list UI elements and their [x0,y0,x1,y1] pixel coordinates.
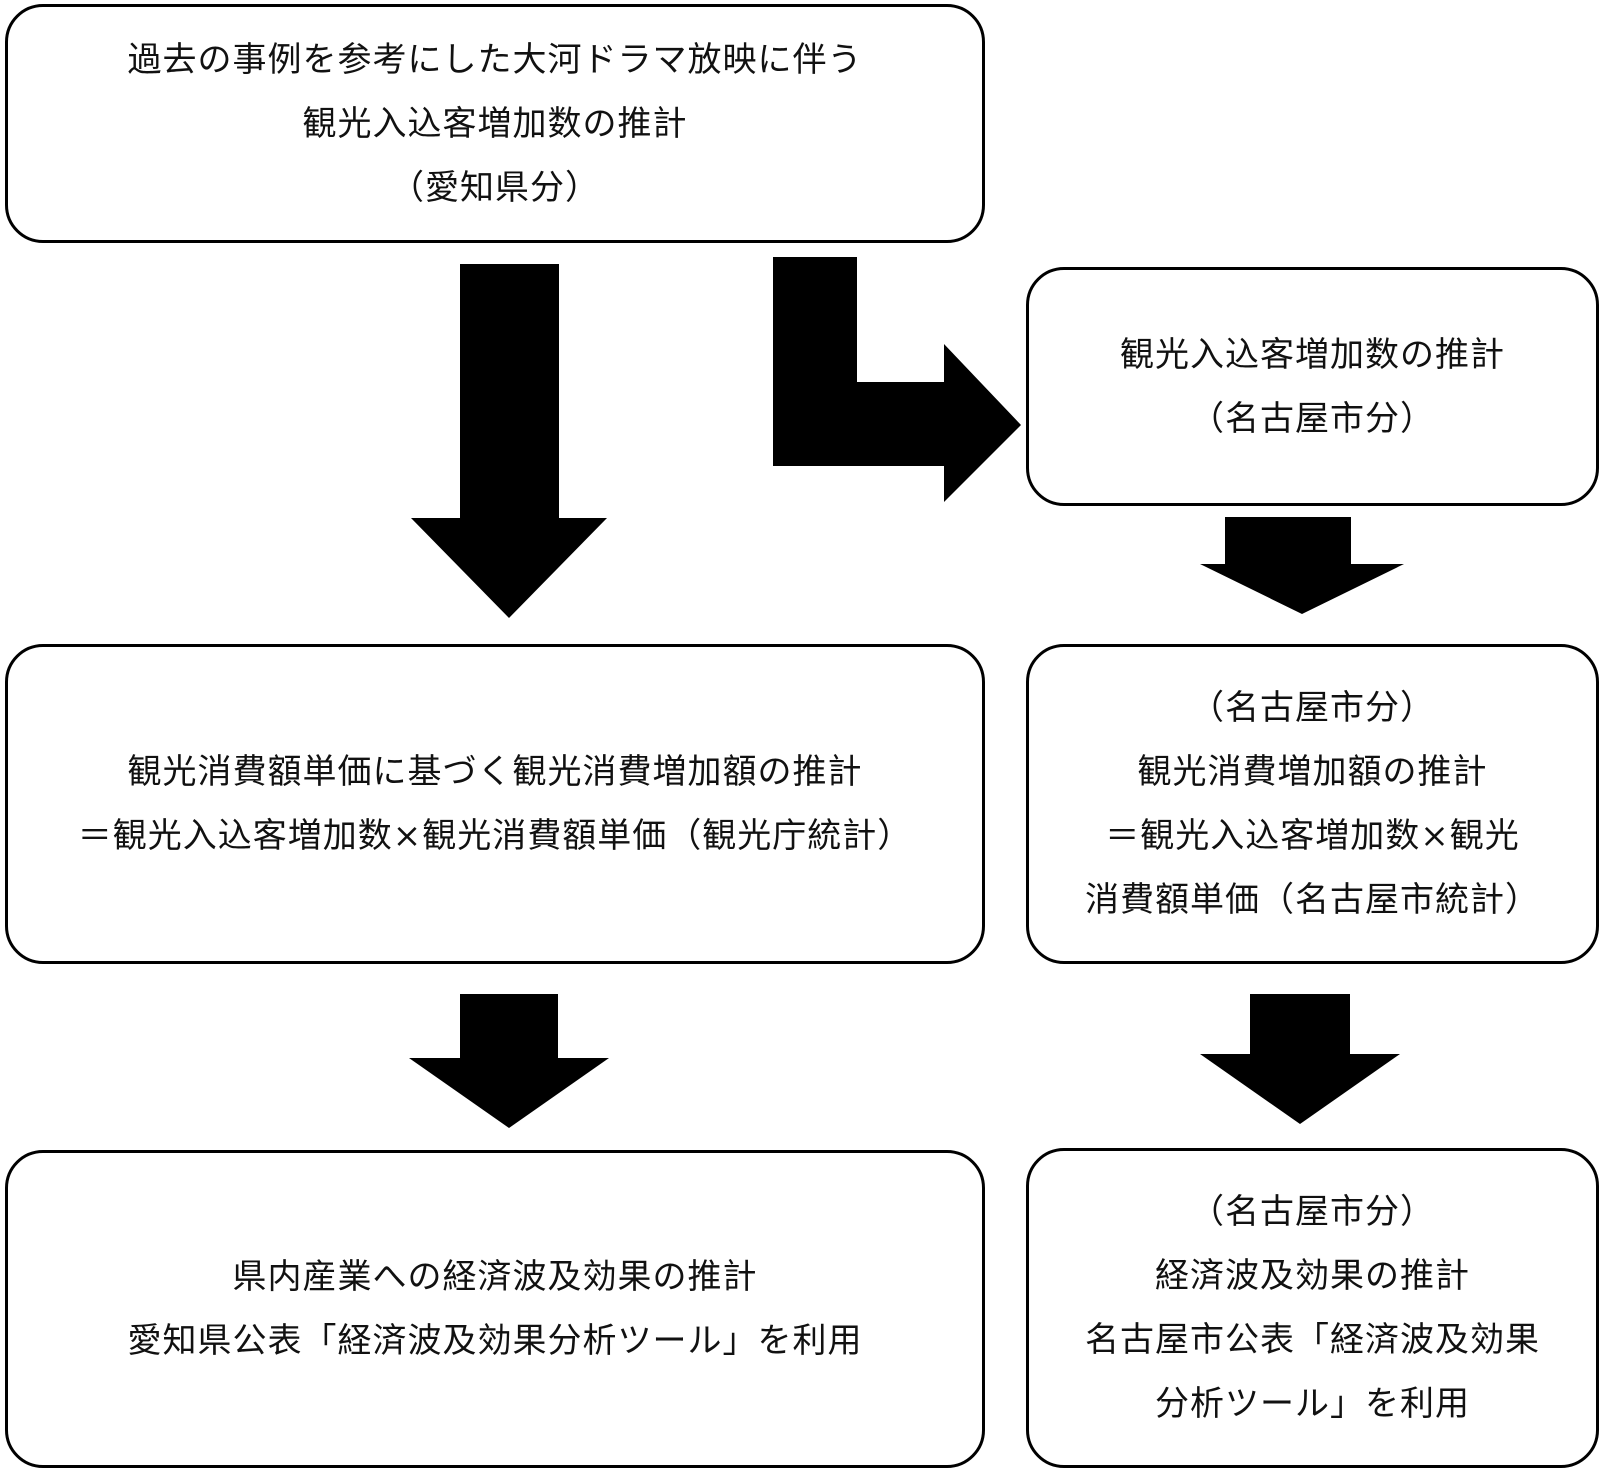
box-line: 消費額単価（名古屋市統計） [1085,880,1540,920]
box-line: 名古屋市公表「経済波及効果 [1085,1320,1540,1360]
box-line: （名古屋市分） [1190,398,1435,439]
arrow-right-to-nagoya-visitors [773,257,1021,502]
arrow-down-nagoya-ripple [1200,994,1400,1124]
aichi-ripple-effect-box: 県内産業への経済波及効果の推計 愛知県公表「経済波及効果分析ツール」を利用 [5,1150,985,1468]
box-line: 愛知県公表「経済波及効果分析ツール」を利用 [127,1321,863,1361]
box-line: 県内産業への経済波及効果の推計 [232,1257,758,1297]
box-line: （名古屋市分） [1190,1192,1435,1232]
box-line: ＝観光入込客増加数×観光 [1105,816,1520,856]
box-line: 観光消費額単価に基づく観光消費増加額の推計 [127,752,863,792]
box-line: ＝観光入込客増加数×観光消費額単価（観光庁統計） [77,816,913,856]
box-line: 観光消費増加額の推計 [1137,752,1488,792]
box-line: 観光入込客増加数の推計 [1120,334,1505,375]
aichi-visitor-estimate-box: 過去の事例を参考にした大河ドラマ放映に伴う 観光入込客増加数の推計 （愛知県分） [5,4,985,243]
arrow-down-nagoya-consumption [1200,517,1404,614]
nagoya-visitor-estimate-box: 観光入込客増加数の推計 （名古屋市分） [1026,267,1599,506]
aichi-consumption-estimate-box: 観光消費額単価に基づく観光消費増加額の推計 ＝観光入込客増加数×観光消費額単価（… [5,644,985,964]
box-line: 過去の事例を参考にした大河ドラマ放映に伴う [127,39,863,80]
arrow-down-aichi-estimate [411,264,607,618]
box-line: 経済波及効果の推計 [1155,1256,1470,1296]
arrow-down-aichi-ripple [409,994,609,1128]
nagoya-consumption-estimate-box: （名古屋市分） 観光消費増加額の推計 ＝観光入込客増加数×観光 消費額単価（名古… [1026,644,1599,964]
box-line: （愛知県分） [390,167,600,208]
box-line: （名古屋市分） [1190,688,1435,728]
box-line: 分析ツール」を利用 [1155,1384,1470,1424]
box-line: 観光入込客増加数の推計 [302,103,688,144]
nagoya-ripple-effect-box: （名古屋市分） 経済波及効果の推計 名古屋市公表「経済波及効果 分析ツール」を利… [1026,1148,1599,1468]
